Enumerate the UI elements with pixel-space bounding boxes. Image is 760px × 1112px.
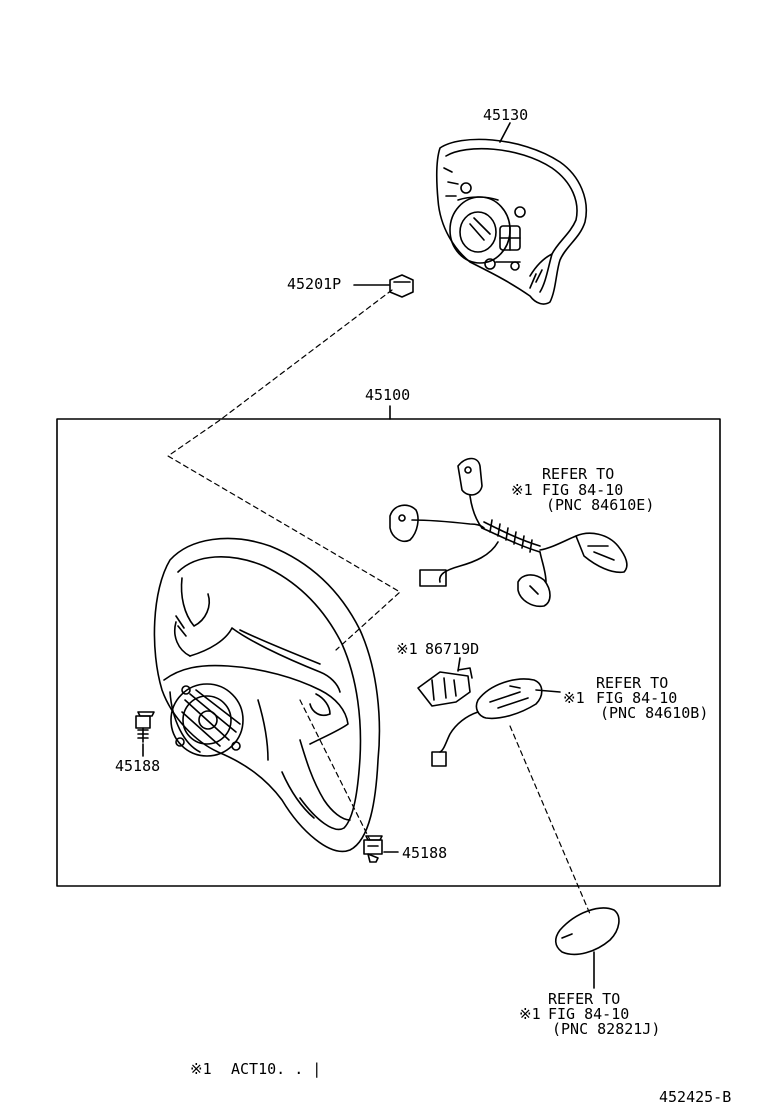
ref-harness-line2: FIG 84-10	[542, 481, 624, 499]
screw-bottom	[364, 836, 382, 862]
label-screw-left: 45188	[115, 757, 161, 775]
ref-cover-mark: ※1	[519, 1005, 541, 1023]
ref-harness-line1: REFER TO	[542, 465, 615, 483]
ref-switch-line3: (PNC 84610B)	[600, 704, 709, 722]
horn-cover	[556, 908, 619, 954]
wire-harness	[390, 459, 627, 607]
nut-guide	[168, 290, 400, 650]
label-switch-part: 86719D	[425, 640, 480, 658]
airbag-leader	[500, 123, 510, 142]
ref-cover-line3: (PNC 82821J)	[552, 1020, 661, 1038]
label-screw-bottom: 45188	[402, 844, 448, 862]
ref-harness-line3: (PNC 84610E)	[546, 496, 655, 514]
switch-84610b	[432, 679, 560, 766]
screw-left	[136, 712, 154, 742]
switch-86719d	[418, 668, 472, 706]
ref-switch-line1: REFER TO	[596, 674, 669, 692]
footnote-mark: ※1	[190, 1060, 212, 1078]
switch-leader	[458, 658, 460, 671]
airbag-assembly	[437, 139, 587, 304]
nut	[390, 275, 413, 297]
ref-harness-mark: ※1	[511, 481, 533, 499]
steering-wheel	[154, 538, 379, 851]
figure-id: 452425-B	[659, 1088, 732, 1106]
switch-mark: ※1	[396, 640, 418, 658]
ref-switch-mark: ※1	[563, 689, 585, 707]
dashed-guides	[168, 290, 590, 914]
assembly-box	[57, 419, 720, 886]
footnote-text: ACT10. . |	[231, 1060, 322, 1078]
screw-guide	[300, 700, 370, 840]
label-nut: 45201P	[287, 275, 342, 293]
label-wheel-assy: 45100	[365, 386, 411, 404]
label-airbag: 45130	[483, 106, 529, 124]
cover-guide	[510, 726, 590, 914]
ref-cover-line2: FIG 84-10	[548, 1005, 630, 1023]
ref-switch-line2: FIG 84-10	[596, 689, 678, 707]
ref-cover-line1: REFER TO	[548, 990, 621, 1008]
